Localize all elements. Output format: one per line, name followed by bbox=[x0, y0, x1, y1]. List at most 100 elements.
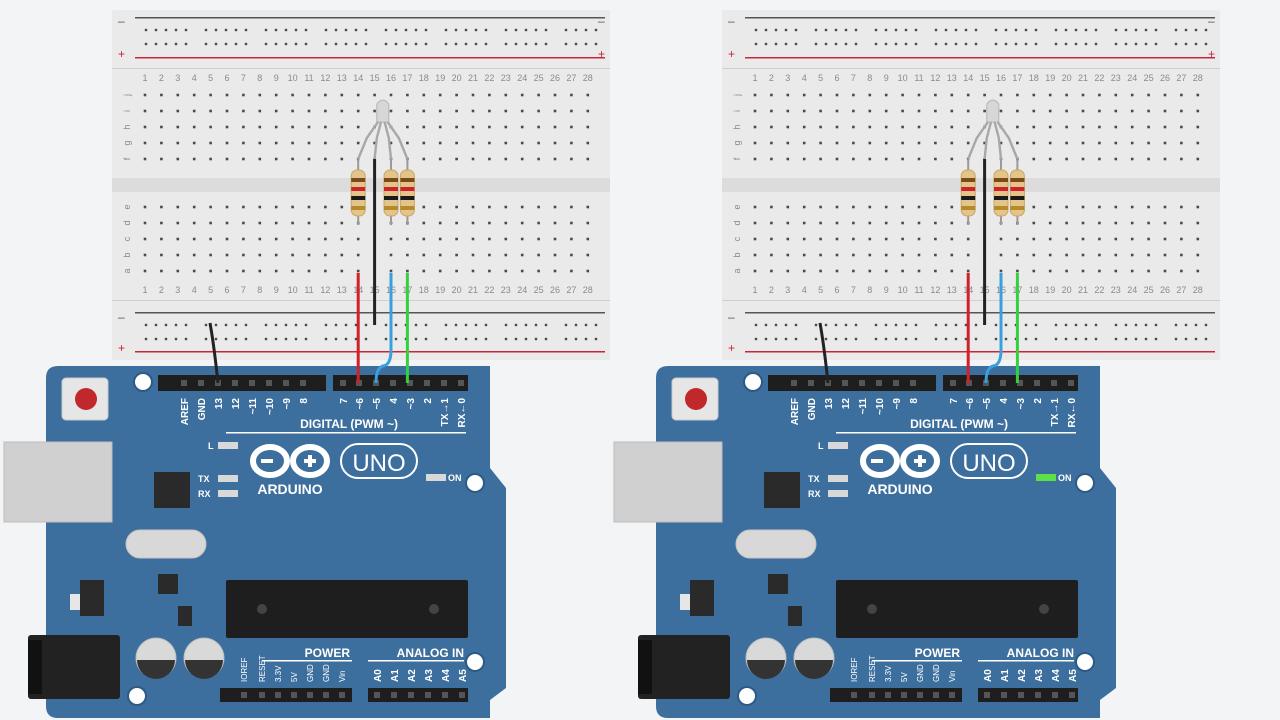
analog-header[interactable] bbox=[368, 688, 468, 702]
header-pin[interactable] bbox=[859, 380, 865, 386]
header-pin[interactable] bbox=[241, 692, 247, 698]
terminal-hole bbox=[934, 205, 937, 209]
header-pin[interactable] bbox=[249, 380, 255, 386]
header-pin[interactable] bbox=[390, 380, 396, 386]
usb-connector[interactable] bbox=[613, 441, 723, 523]
gnd-wire[interactable] bbox=[818, 322, 830, 384]
header-pin[interactable] bbox=[442, 692, 448, 698]
header-pin[interactable] bbox=[181, 380, 187, 386]
digital-header-high[interactable] bbox=[158, 375, 326, 391]
column-number: 21 bbox=[468, 73, 478, 83]
resistor[interactable] bbox=[993, 159, 1009, 225]
header-pin[interactable] bbox=[1035, 692, 1041, 698]
blue-wire[interactable] bbox=[374, 273, 393, 384]
terminal-hole bbox=[471, 253, 475, 257]
reset-button[interactable] bbox=[75, 388, 97, 410]
header-pin[interactable] bbox=[407, 380, 413, 386]
power-header[interactable] bbox=[220, 688, 352, 702]
header-pin[interactable] bbox=[424, 380, 430, 386]
header-pin[interactable] bbox=[1001, 692, 1007, 698]
power-led bbox=[426, 474, 446, 481]
gnd-wire[interactable] bbox=[208, 322, 220, 384]
header-pin[interactable] bbox=[842, 380, 848, 386]
header-pin[interactable] bbox=[1051, 380, 1057, 386]
resistor[interactable] bbox=[1009, 159, 1025, 225]
header-pin[interactable] bbox=[984, 692, 990, 698]
header-pin[interactable] bbox=[259, 692, 265, 698]
header-pin[interactable] bbox=[1000, 380, 1006, 386]
header-pin[interactable] bbox=[275, 692, 281, 698]
header-pin[interactable] bbox=[950, 380, 956, 386]
header-pin[interactable] bbox=[1034, 380, 1040, 386]
resistor[interactable] bbox=[960, 159, 976, 225]
resistor[interactable] bbox=[350, 159, 366, 225]
header-pin[interactable] bbox=[949, 692, 955, 698]
rail-hole bbox=[1034, 28, 1038, 32]
rgb-led[interactable] bbox=[357, 99, 409, 160]
header-pin[interactable] bbox=[917, 692, 923, 698]
power-jack[interactable] bbox=[28, 635, 120, 699]
header-pin[interactable] bbox=[1018, 692, 1024, 698]
header-pin[interactable] bbox=[232, 380, 238, 386]
terminal-hole bbox=[324, 93, 327, 97]
rgb-led[interactable] bbox=[967, 99, 1019, 160]
header-pin[interactable] bbox=[391, 692, 397, 698]
header-pin[interactable] bbox=[425, 692, 431, 698]
resistor[interactable] bbox=[383, 159, 399, 225]
led-leg bbox=[996, 121, 1019, 160]
header-pin[interactable] bbox=[869, 692, 875, 698]
terminal-hole bbox=[884, 93, 888, 97]
header-pin[interactable] bbox=[300, 380, 306, 386]
digital-header-high[interactable] bbox=[768, 375, 936, 391]
header-pin[interactable] bbox=[1068, 380, 1074, 386]
terminal-hole bbox=[553, 93, 557, 97]
header-pin[interactable] bbox=[340, 380, 346, 386]
rail-hole bbox=[774, 42, 778, 46]
header-pin[interactable] bbox=[339, 692, 345, 698]
header-pin[interactable] bbox=[910, 380, 916, 386]
header-pin[interactable] bbox=[885, 692, 891, 698]
header-pin[interactable] bbox=[808, 380, 814, 386]
resistor[interactable] bbox=[399, 159, 415, 225]
power-jack[interactable] bbox=[638, 635, 730, 699]
rail-divider bbox=[722, 300, 1220, 301]
rail-hole bbox=[154, 42, 158, 46]
header-pin[interactable] bbox=[1052, 692, 1058, 698]
header-pin[interactable] bbox=[933, 692, 939, 698]
digital-pin-label: 2 bbox=[423, 398, 434, 404]
header-pin[interactable] bbox=[1017, 380, 1023, 386]
header-pin[interactable] bbox=[291, 692, 297, 698]
digital-header-low[interactable] bbox=[943, 375, 1078, 391]
header-pin[interactable] bbox=[266, 380, 272, 386]
usb-connector[interactable] bbox=[3, 441, 113, 523]
header-pin[interactable] bbox=[307, 692, 313, 698]
power-header[interactable] bbox=[830, 688, 962, 702]
header-pin[interactable] bbox=[374, 692, 380, 698]
rail-hole bbox=[394, 42, 398, 46]
header-pin[interactable] bbox=[198, 380, 204, 386]
resistor-band bbox=[994, 187, 1008, 191]
header-pin[interactable] bbox=[459, 692, 465, 698]
header-pin[interactable] bbox=[283, 380, 289, 386]
header-pin[interactable] bbox=[408, 692, 414, 698]
header-pin[interactable] bbox=[893, 380, 899, 386]
blue-wire[interactable] bbox=[984, 273, 1003, 384]
header-pin[interactable] bbox=[1069, 692, 1075, 698]
header-pin[interactable] bbox=[876, 380, 882, 386]
rail-hole bbox=[954, 42, 958, 46]
header-pin[interactable] bbox=[323, 692, 329, 698]
reset-button[interactable] bbox=[685, 388, 707, 410]
header-pin[interactable] bbox=[458, 380, 464, 386]
terminal-hole bbox=[176, 157, 180, 161]
header-pin[interactable] bbox=[441, 380, 447, 386]
header-pin[interactable] bbox=[901, 692, 907, 698]
header-pin[interactable] bbox=[851, 692, 857, 698]
header-pin[interactable] bbox=[791, 380, 797, 386]
digital-header-low[interactable] bbox=[333, 375, 468, 391]
analog-header[interactable] bbox=[978, 688, 1078, 702]
